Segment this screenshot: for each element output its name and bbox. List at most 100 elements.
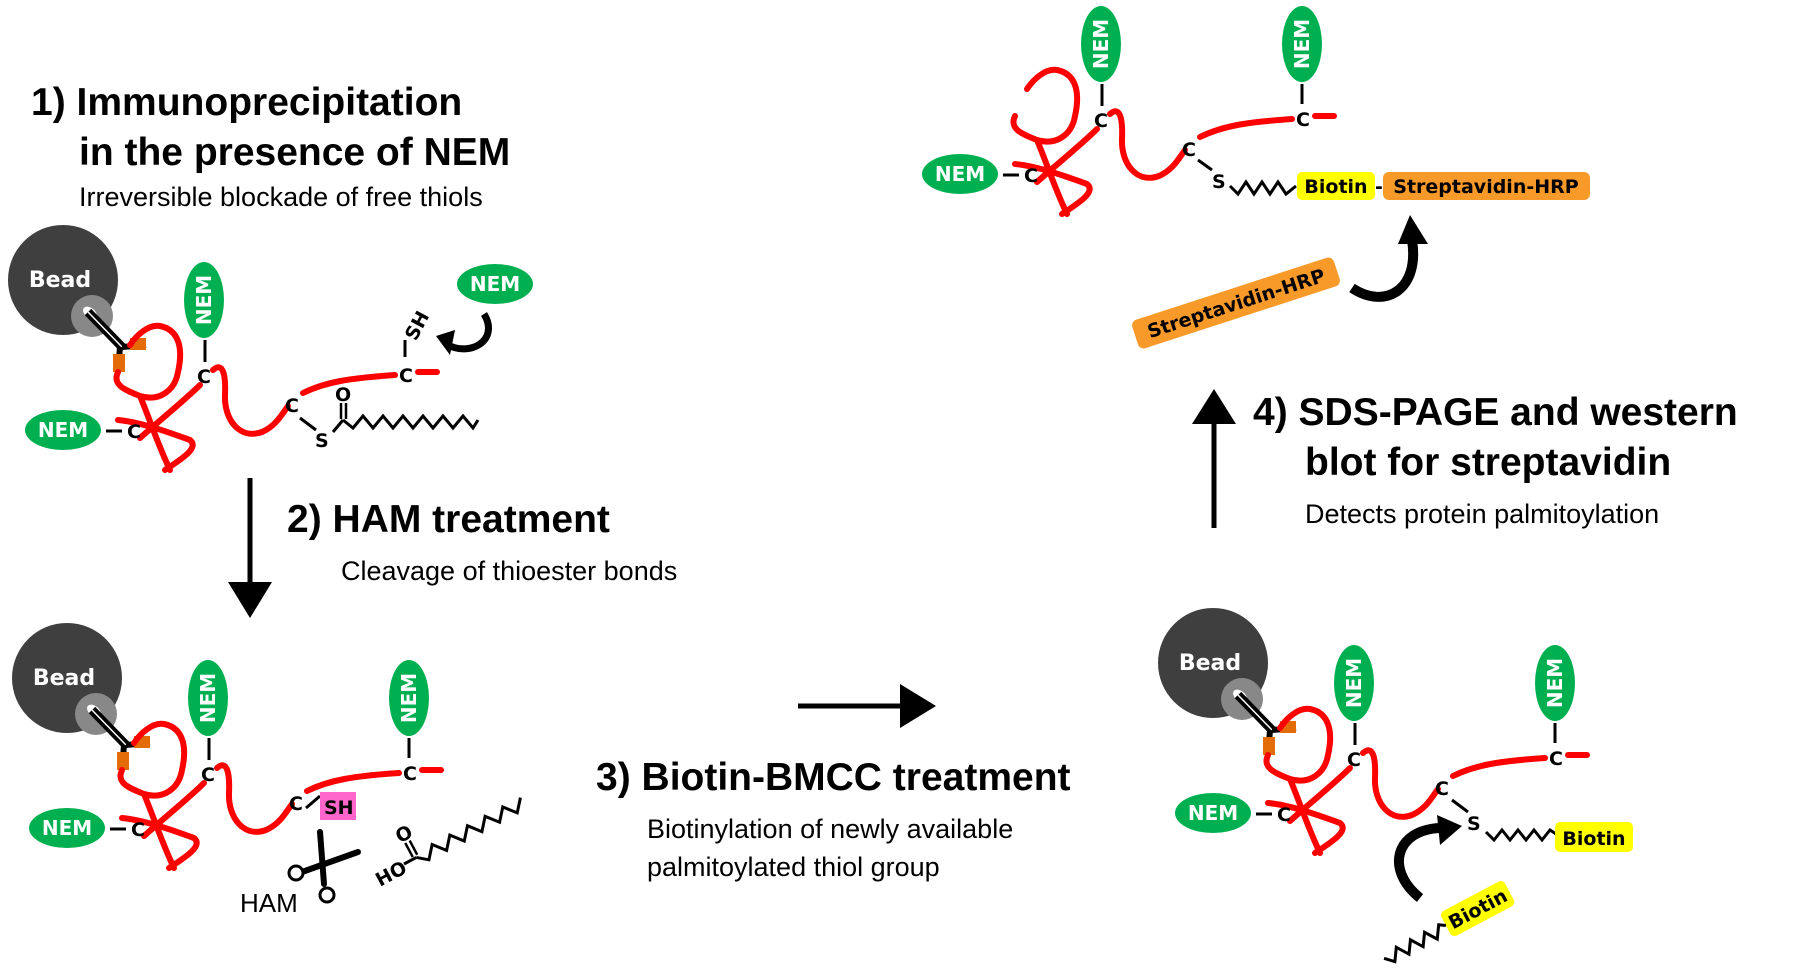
nem-badge: NEM (25, 410, 101, 450)
antibody-tip (117, 752, 129, 770)
ham-label: HAM (240, 888, 298, 918)
panel-detection: C C C C NEM NEM NEM (922, 6, 1337, 217)
nem-label: NEM (42, 816, 92, 840)
oxygen-label: O (335, 384, 351, 406)
cysteine-label: C (1549, 748, 1563, 770)
palmitoyl-chain (342, 413, 480, 431)
protein-segment (1197, 116, 1295, 140)
curved-arrow-icon (1349, 239, 1419, 302)
cysteine-label: C (1024, 165, 1038, 187)
step-2-text: 2) HAM treatment Cleavage of thioester b… (287, 498, 677, 586)
step-1-subtitle: Irreversible blockade of free thiols (79, 182, 483, 212)
biotin-tag: Biotin (1297, 172, 1375, 200)
protein-segment (1450, 755, 1548, 779)
thiol-label: SH (401, 308, 434, 344)
arrow-up-icon (1192, 389, 1236, 528)
panel-1-extras: SH NEM S O (299, 264, 533, 452)
protein-chain (1010, 66, 1337, 217)
protein-segment (1263, 705, 1334, 784)
cysteine-label: C (127, 421, 141, 443)
protein-segment (1034, 126, 1100, 185)
nem-badge: NEM (1334, 645, 1374, 721)
cysteine-label: C (1347, 749, 1361, 771)
step-4-title-line1: 4) SDS-PAGE and western (1253, 391, 1738, 434)
nem-label: NEM (192, 275, 216, 325)
step-4-subtitle: Detects protein palmitoylation (1305, 499, 1659, 529)
protein-segment (214, 762, 295, 835)
nem-label: NEM (196, 673, 220, 723)
bead: Bead (8, 225, 118, 337)
protein-segment (141, 791, 177, 871)
nem-badge: NEM (29, 808, 105, 848)
step-1-title-line1: 1) Immunoprecipitation (31, 81, 462, 124)
protein-segment (304, 770, 402, 794)
protein-segment (141, 780, 207, 839)
nem-badge: NEM (1535, 645, 1575, 721)
curved-arrow-icon (1393, 823, 1441, 902)
free-biotin-reagent: Biotin (1383, 881, 1515, 964)
protein-segment (1012, 161, 1093, 217)
cysteine-label: C (1182, 139, 1196, 161)
step-3-title: 3) Biotin-BMCC treatment (596, 756, 1071, 799)
panel-2-extras: SH HAM HO O (240, 792, 522, 918)
nem-badge: NEM (1282, 6, 1322, 82)
antibody-tip (113, 354, 125, 372)
cysteine-label: C (197, 366, 211, 388)
svg-text:NEM: NEM (470, 272, 520, 296)
nem-label: NEM (1089, 19, 1113, 69)
protein-segment (210, 364, 291, 437)
free-streptavidin-hrp: Streptavidin-HRP (1132, 257, 1340, 349)
sulfur-label: S (1212, 171, 1226, 193)
nem-badge: NEM (1175, 793, 1251, 833)
cysteine-label: C (289, 793, 303, 815)
protein-segment (113, 322, 184, 401)
sulfur-label: S (1467, 813, 1481, 835)
svg-text:Streptavidin-HRP: Streptavidin-HRP (1393, 176, 1578, 198)
cysteine-label: C (1094, 110, 1108, 132)
protein-segment (1107, 108, 1188, 181)
protein-segment (137, 393, 173, 473)
step-2-title: 2) HAM treatment (287, 498, 610, 541)
protein-segment (1287, 765, 1353, 824)
antibody-icon (1234, 691, 1297, 756)
cysteine-label: C (1296, 109, 1310, 131)
protein-segment (115, 417, 196, 473)
protein-chain (113, 322, 440, 473)
step-4-title-line2: blot for streptavidin (1305, 441, 1671, 484)
curved-arrow-icon (444, 312, 492, 353)
bond-dash: - (1375, 176, 1383, 198)
nem-label: NEM (397, 673, 421, 723)
nem-label: NEM (1290, 19, 1314, 69)
step-4-text: 4) SDS-PAGE and western blot for strepta… (1253, 391, 1738, 529)
protein-segment (1265, 800, 1346, 856)
protein-segment (137, 382, 203, 441)
step-1-title-line2: in the presence of NEM (79, 131, 510, 174)
svg-text:Biotin: Biotin (1445, 885, 1511, 934)
cysteine-label: C (399, 365, 413, 387)
step-3-text: 3) Biotin-BMCC treatment Biotinylation o… (596, 756, 1071, 882)
step-2-subtitle: Cleavage of thioester bonds (341, 556, 677, 586)
thiol-label: SH (324, 797, 354, 819)
antibody-tip (1263, 737, 1275, 755)
nem-badge: NEM (922, 154, 998, 194)
protein-segment (1360, 747, 1441, 820)
protein-segment (117, 720, 188, 799)
panel-3-extras: S Biotin Biotin (1383, 798, 1633, 964)
step-3-subtitle-line2: palmitoylated thiol group (647, 852, 940, 882)
antibody-icon (84, 308, 147, 373)
protein-group: C C C C NEM NEM NEM (922, 6, 1337, 217)
nem-label: NEM (935, 162, 985, 186)
thiol-highlight (320, 792, 356, 820)
cysteine-label: C (131, 819, 145, 841)
step-1-text: 1) Immunoprecipitation in the presence o… (31, 81, 510, 212)
protein-segment (300, 372, 398, 396)
nem-badge: NEM (184, 262, 224, 338)
biotin-tag: Biotin (1555, 822, 1633, 852)
